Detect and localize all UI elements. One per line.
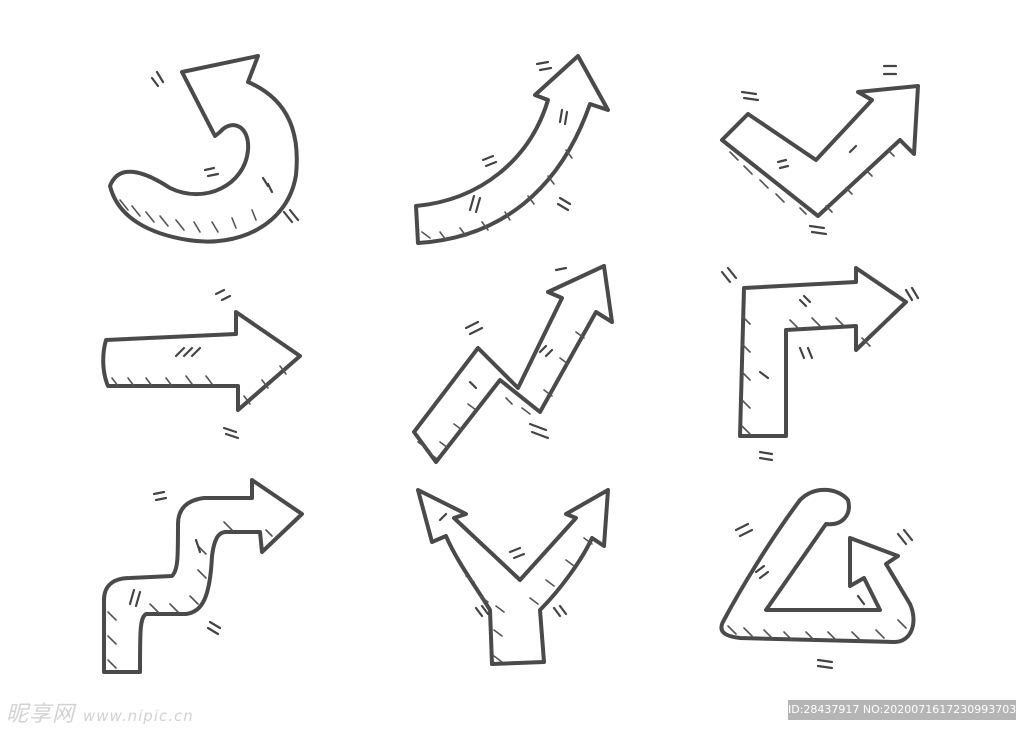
checkmark-arrow-icon xyxy=(720,64,920,236)
watermark-left: 昵享网 www.nipic.cn xyxy=(6,696,194,728)
curved-up-right-arrow-icon xyxy=(414,54,610,245)
triangle-loop-arrow-icon xyxy=(719,487,916,670)
straight-right-arrow-icon xyxy=(101,288,302,440)
watermark-id-badge: ID:28437917 NO:20200716172309937030 xyxy=(788,700,1016,720)
step-right-arrow-icon xyxy=(102,478,304,674)
curved-hook-arrow-icon xyxy=(108,54,300,244)
elbow-right-arrow-icon xyxy=(720,266,920,462)
watermark-logo-text: 昵享网 xyxy=(6,702,76,727)
zigzag-up-arrow-icon xyxy=(412,264,614,464)
watermark-url: www.nipic.cn xyxy=(83,707,194,725)
fork-split-arrow-icon xyxy=(416,488,610,666)
